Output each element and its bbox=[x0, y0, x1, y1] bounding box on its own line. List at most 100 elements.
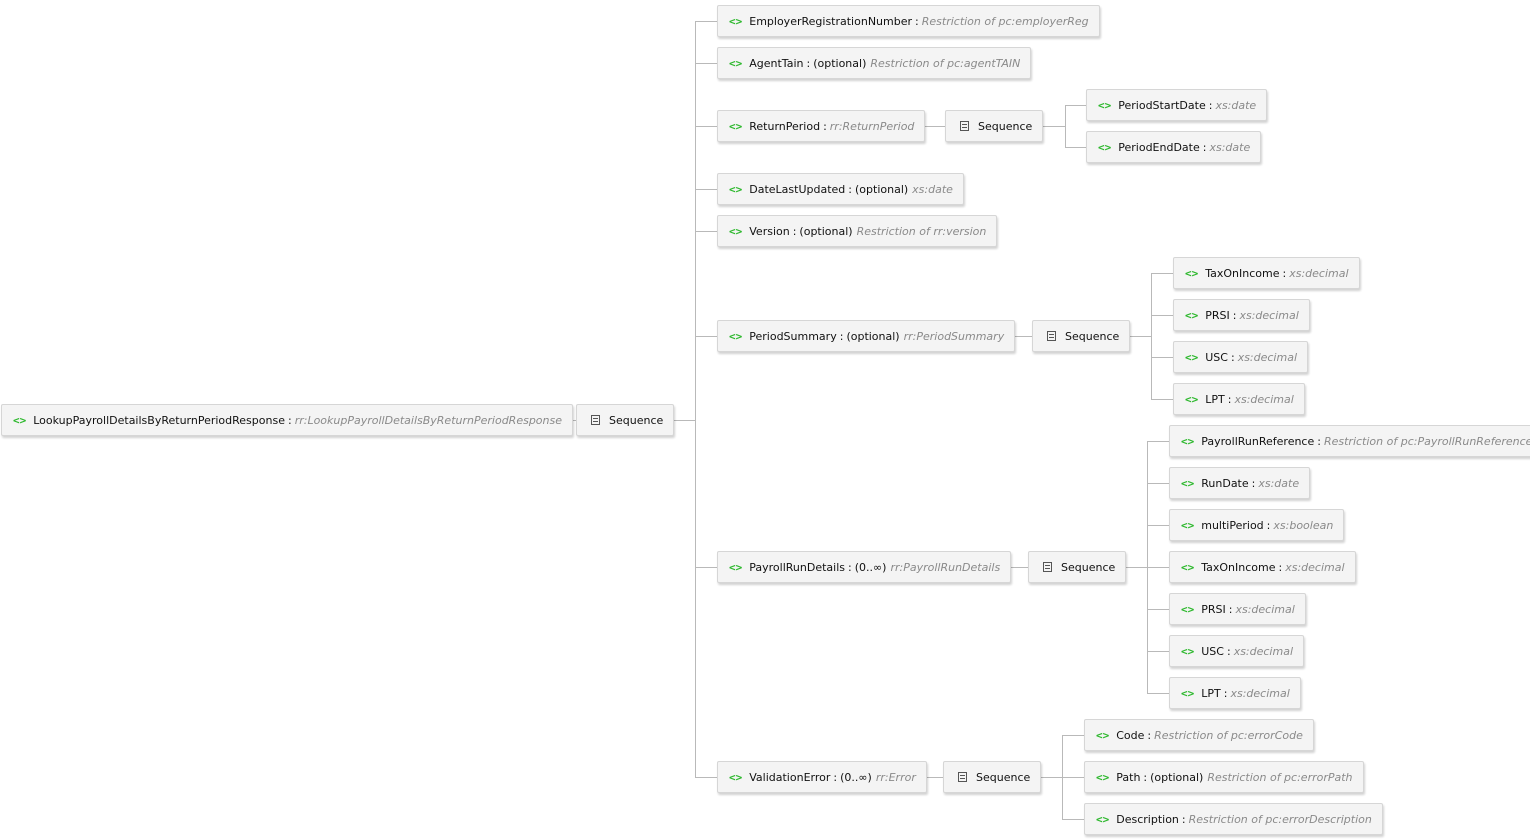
element-icon: <> bbox=[1096, 770, 1110, 784]
sequence-label: Sequence bbox=[976, 770, 1031, 784]
element-icon: <> bbox=[13, 413, 27, 427]
element-type: rr:PayrollRunDetails bbox=[890, 560, 1001, 574]
element-icon: <> bbox=[1185, 350, 1199, 364]
element-type: Restriction of pc:errorDescription bbox=[1188, 812, 1372, 826]
element-node-payroll-run-details[interactable]: <>PayrollRunDetails:(0..∞)rr:PayrollRunD… bbox=[717, 551, 1012, 583]
name-separator: : bbox=[1230, 350, 1235, 364]
name-separator: : bbox=[1317, 434, 1321, 448]
element-node-path[interactable]: <>Path:(optional)Restriction of pc:error… bbox=[1084, 761, 1364, 793]
element-name: DateLastUpdated bbox=[749, 182, 846, 196]
element-node-validation-error[interactable]: <>ValidationError:(0..∞)rr:Error bbox=[717, 761, 927, 793]
element-name: PeriodSummary bbox=[749, 329, 837, 343]
name-separator: : bbox=[1181, 812, 1186, 826]
element-node-prsi[interactable]: <>PRSI:xs:decimal bbox=[1169, 593, 1306, 625]
name-separator: : bbox=[1143, 770, 1148, 784]
element-name: PeriodEndDate bbox=[1118, 140, 1200, 154]
element-node-period-end-date[interactable]: <> PeriodEndDate:xs:date bbox=[1086, 131, 1262, 163]
sequence-icon bbox=[591, 415, 600, 425]
element-icon: <> bbox=[1096, 728, 1110, 742]
element-node-tax-on-income[interactable]: <> TaxOnIncome:xs:decimal bbox=[1169, 551, 1356, 583]
name-separator: : bbox=[848, 560, 852, 574]
element-node-return-period[interactable]: <>ReturnPeriod:rr:ReturnPeriod bbox=[717, 110, 926, 142]
element-type: xs:decimal bbox=[1233, 644, 1294, 658]
element-node-lpt[interactable]: <>LPT:xs:decimal bbox=[1173, 383, 1305, 415]
element-node-usc[interactable]: <>USC:xs:decimal bbox=[1173, 341, 1309, 373]
name-separator: : bbox=[1202, 140, 1207, 154]
element-name: AgentTain bbox=[749, 56, 804, 70]
name-separator: : bbox=[287, 413, 292, 427]
element-name: USC bbox=[1201, 644, 1224, 658]
element-name: PeriodStartDate bbox=[1118, 98, 1206, 112]
element-type: xs:decimal bbox=[1237, 350, 1298, 364]
element-type: Restriction of rr:version bbox=[856, 224, 987, 238]
sequence-label: Sequence bbox=[978, 119, 1033, 133]
element-node-date-last-updated[interactable]: <>DateLastUpdated:(optional)xs:date bbox=[717, 173, 964, 205]
sequence-node[interactable]: Sequence bbox=[1032, 320, 1131, 352]
element-type: xs:date bbox=[1209, 140, 1251, 154]
element-cardinality: (optional) bbox=[813, 56, 867, 70]
element-type: xs:decimal bbox=[1239, 308, 1299, 322]
element-name: ValidationError bbox=[749, 770, 831, 784]
element-node-tax-on-income[interactable]: <>TaxOnIncome:xs:decimal bbox=[1173, 257, 1360, 289]
element-name: ReturnPeriod bbox=[749, 119, 821, 133]
element-node-usc[interactable]: <>USC:xs:decimal bbox=[1169, 635, 1305, 667]
element-type: xs:decimal bbox=[1234, 392, 1294, 406]
sequence-label: Sequence bbox=[1061, 560, 1116, 574]
element-type: Restriction of pc:errorCode bbox=[1154, 728, 1303, 742]
element-icon: <> bbox=[1185, 392, 1199, 406]
element-icon: <> bbox=[729, 770, 743, 784]
element-type: xs:date bbox=[912, 182, 953, 196]
name-separator: : bbox=[1223, 686, 1228, 700]
element-type: Restriction of pc:agentTAIN bbox=[870, 56, 1021, 70]
element-name: Code bbox=[1116, 728, 1145, 742]
element-icon: <> bbox=[1181, 518, 1195, 532]
element-node-employer-registration-number[interactable]: <>EmployerRegistrationNumber:Restriction… bbox=[717, 5, 1100, 37]
element-icon: <> bbox=[1096, 812, 1110, 826]
element-node-lookup-payroll-details-by-return-period-response[interactable]: <> LookupPayrollDetailsByReturnPeriodResp… bbox=[1, 404, 573, 436]
element-node-code[interactable]: <> Code:Restriction of pc:errorCode bbox=[1084, 719, 1314, 751]
sequence-node[interactable]: Sequence bbox=[1028, 551, 1127, 583]
element-node-prsi[interactable]: <>PRSI:xs:decimal bbox=[1173, 299, 1310, 331]
sequence-icon bbox=[958, 772, 967, 782]
name-separator: : bbox=[1147, 728, 1152, 742]
element-node-period-start-date[interactable]: <>PeriodStartDate:xs:date bbox=[1086, 89, 1268, 121]
element-node-description[interactable]: <>Description:Restriction of pc:errorDes… bbox=[1084, 803, 1383, 835]
name-separator: : bbox=[1228, 602, 1233, 616]
element-name: Path bbox=[1116, 770, 1141, 784]
element-node-multi-period[interactable]: <>multiPeriod:xs:boolean bbox=[1169, 509, 1345, 541]
element-node-run-date[interactable]: <>RunDate:xs:date bbox=[1169, 467, 1311, 499]
element-node-period-summary[interactable]: <>PeriodSummary:(optional)rr:PeriodSumma… bbox=[717, 320, 1016, 352]
element-type: xs:decimal bbox=[1235, 602, 1295, 616]
name-separator: : bbox=[1227, 392, 1232, 406]
element-type: xs:boolean bbox=[1273, 518, 1334, 532]
sequence-node[interactable]: Sequence bbox=[945, 110, 1044, 142]
element-type: xs:decimal bbox=[1230, 686, 1290, 700]
element-node-version[interactable]: <>Version:(optional)Restriction of rr:ve… bbox=[717, 215, 998, 247]
element-name: LookupPayrollDetailsByReturnPeriodRespon… bbox=[33, 413, 285, 427]
name-separator: : bbox=[1251, 476, 1256, 490]
element-icon: <> bbox=[1181, 560, 1195, 574]
name-separator: : bbox=[915, 14, 919, 28]
element-icon: <> bbox=[729, 329, 743, 343]
element-node-lpt[interactable]: <>LPT:xs:decimal bbox=[1169, 677, 1301, 709]
sequence-node[interactable]: Sequence bbox=[576, 404, 675, 436]
element-type: xs:date bbox=[1215, 98, 1257, 112]
sequence-node[interactable]: Sequence bbox=[943, 761, 1042, 793]
element-icon: <> bbox=[1181, 476, 1195, 490]
element-name: PayrollRunReference bbox=[1201, 434, 1315, 448]
element-name: PayrollRunDetails bbox=[749, 560, 845, 574]
element-type: rr:Error bbox=[875, 770, 916, 784]
name-separator: : bbox=[1278, 560, 1283, 574]
element-node-agent-tain[interactable]: <>AgentTain:(optional)Restriction of pc:… bbox=[717, 47, 1032, 79]
name-separator: : bbox=[1208, 98, 1213, 112]
element-cardinality: (optional) bbox=[855, 182, 909, 196]
element-type: Restriction of pc:employerReg bbox=[921, 14, 1089, 28]
element-node-payroll-run-reference[interactable]: <>PayrollRunReference:Restriction of pc:… bbox=[1169, 425, 1530, 457]
sequence-icon bbox=[1043, 562, 1052, 572]
element-name: multiPeriod bbox=[1201, 518, 1264, 532]
element-icon: <> bbox=[1098, 140, 1112, 154]
element-name: TaxOnIncome bbox=[1201, 560, 1276, 574]
element-type: xs:decimal bbox=[1285, 560, 1345, 574]
element-type: xs:decimal bbox=[1289, 266, 1349, 280]
